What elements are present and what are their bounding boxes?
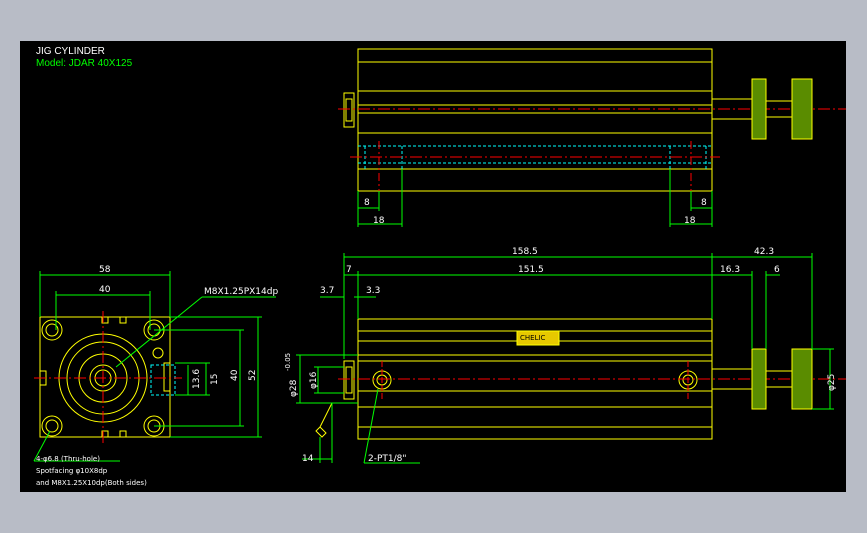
dim-text: 40 [230, 369, 240, 381]
top-view-knob [791, 78, 813, 140]
port-callout: 2-PT1/8" [368, 454, 407, 464]
dim-text: 8 [364, 198, 370, 208]
dim-text: 3.7 [320, 286, 334, 296]
cad-drawing-canvas[interactable]: JIG CYLINDER Model: JDAR 40X125 [20, 41, 846, 492]
top-view-nut [751, 78, 767, 140]
leader [363, 388, 379, 464]
side-view-knob [791, 348, 813, 410]
dim-text: 40 [99, 285, 111, 295]
drawing-svg: JIG CYLINDER Model: JDAR 40X125 [33, 46, 846, 487]
side-view-nut [751, 348, 767, 410]
leader [115, 296, 203, 368]
dim-text: 14 [302, 454, 314, 464]
dim-text: φ25 [827, 374, 837, 391]
dim-text: 52 [248, 370, 258, 381]
note-text: 4-φ6.8 (Thru-hole) [36, 455, 100, 463]
logo-badge [516, 330, 560, 346]
logo-text: CHELIC [520, 334, 546, 342]
dim-text: 6 [774, 265, 780, 275]
dim-text: 8 [701, 198, 707, 208]
top-view: 8 18 8 18 [338, 48, 846, 227]
side-view: CHELIC [284, 247, 846, 464]
dim-text: 151.5 [518, 265, 544, 275]
corner-hole [41, 415, 63, 437]
note-text: and M8X1.25X10dp(Both sides) [36, 479, 147, 487]
corner-hole [41, 319, 63, 341]
end-view-notches [40, 317, 170, 437]
dim-text: 158.5 [512, 247, 538, 257]
dim-text: 16.3 [720, 265, 740, 275]
fitting-sketch [315, 402, 333, 438]
dim-text: -0.05 [284, 353, 292, 371]
leader [33, 430, 51, 462]
dim-text: 18 [684, 216, 696, 226]
end-view-hidden-port [150, 364, 176, 396]
end-view: 58 40 52 40 15 13.6 M8X1.25PX14dp 4-φ6.8… [33, 265, 278, 487]
dim-text: 18 [373, 216, 385, 226]
dim-text: 58 [99, 265, 111, 275]
dim-text: φ16 [309, 371, 319, 389]
dim-text: 15 [210, 374, 220, 385]
dim-text: 13.6 [192, 369, 202, 389]
corner-hole [45, 323, 59, 337]
port-circle [152, 347, 164, 359]
dim-text: 3.3 [366, 286, 380, 296]
top-view-body [357, 48, 713, 192]
top-view-left-cap [343, 92, 355, 128]
dim-text: φ28 [289, 379, 299, 397]
side-view-left-cap-inner [345, 366, 353, 394]
side-view-left-cap [343, 360, 355, 400]
top-view-left-cap-inner [345, 98, 353, 122]
dim-text: 7 [346, 265, 352, 275]
drawing-model: Model: JDAR 40X125 [36, 58, 133, 69]
note-text: Spotfacing φ10X8dp [36, 467, 108, 475]
corner-hole [45, 419, 59, 433]
drawing-title: JIG CYLINDER [36, 46, 105, 57]
thread-callout: M8X1.25PX14dp [204, 287, 278, 297]
dim-text: 42.3 [754, 247, 774, 257]
